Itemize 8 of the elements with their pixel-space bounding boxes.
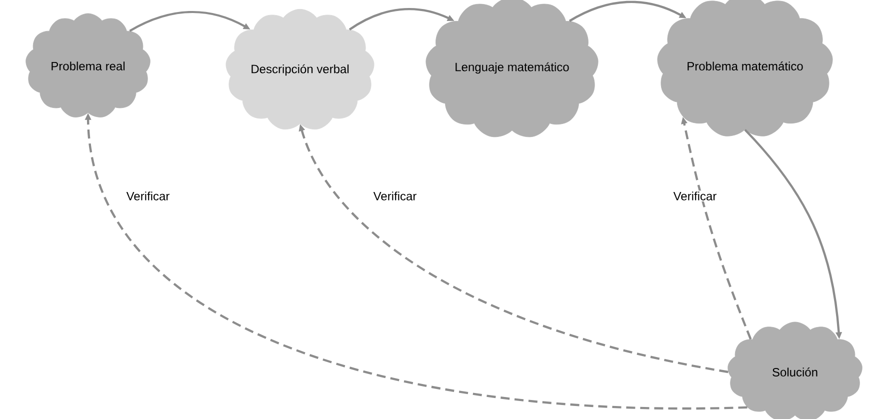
cloud: Descripción verbal (226, 8, 374, 130)
edge-label: Verificar (372, 190, 418, 202)
cloud: Problema real (26, 13, 150, 118)
cloud: Problema matemático (657, 0, 833, 136)
edge-label: Verificar (125, 190, 171, 202)
cloud: Lenguaje matemático (426, 0, 598, 138)
edge-label: Verificar (672, 190, 718, 202)
cloud: Solución (728, 322, 862, 419)
